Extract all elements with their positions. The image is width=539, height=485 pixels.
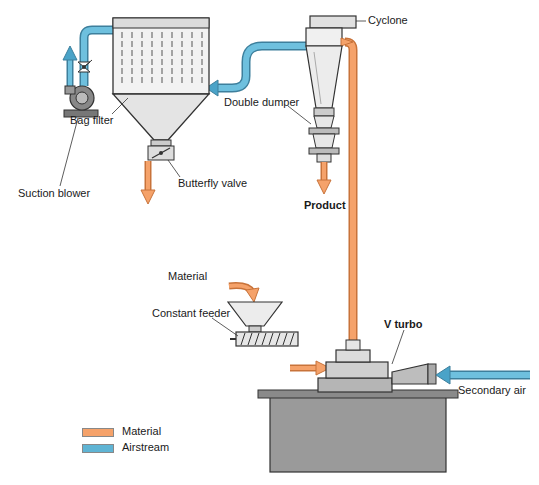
feeder-label: Constant feeder [152, 307, 230, 320]
legend-swatch [82, 444, 114, 453]
legend-text: Material [122, 425, 161, 438]
legend-text: Airstream [122, 441, 169, 454]
material-label: Material [168, 270, 207, 283]
air-label: Secondary air [458, 384, 526, 397]
bag-filter-label: Bag filter [70, 114, 113, 127]
valve-label: Butterfly valve [178, 177, 247, 190]
legend-swatch [82, 428, 114, 437]
dumper-label: Double dumper [224, 96, 299, 109]
cyclone-label: Cyclone [368, 14, 408, 27]
product-label: Product [304, 199, 346, 212]
blower-label: Suction blower [18, 187, 90, 200]
mill-label: V turbo [384, 318, 423, 331]
